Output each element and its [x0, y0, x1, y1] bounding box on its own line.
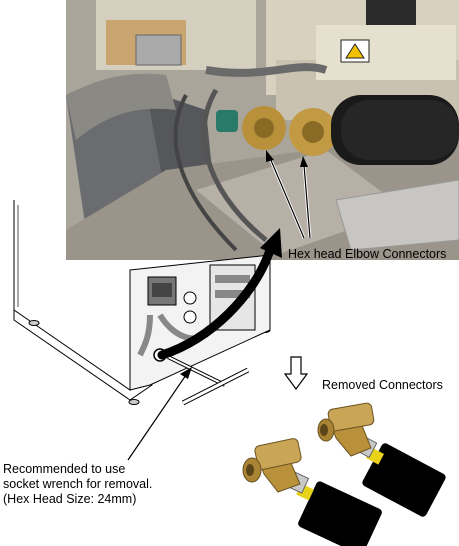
- removed-connector-right: [317, 402, 446, 517]
- wrench-note-line1: Recommended to use: [3, 462, 126, 476]
- wrench-note-line3: (Hex Head Size: 24mm): [3, 492, 137, 506]
- wrench-note: Recommended to use socket wrench for rem…: [3, 462, 203, 507]
- hollow-down-arrow-icon: [284, 356, 308, 390]
- connector-closeup-photo: [66, 0, 459, 260]
- removed-connectors-label: Removed Connectors: [322, 378, 443, 392]
- wrench-note-line2: socket wrench for removal.: [3, 477, 153, 491]
- curved-callout-arrow-icon: [157, 228, 282, 360]
- removed-connector-left: [242, 438, 382, 546]
- removed-connectors-drawing: [242, 402, 446, 546]
- connector-photo-drawing: [66, 0, 459, 260]
- wrench-pointer-arrow: [127, 367, 192, 461]
- hex-head-elbow-label: Hex head Elbow Connectors: [288, 247, 447, 261]
